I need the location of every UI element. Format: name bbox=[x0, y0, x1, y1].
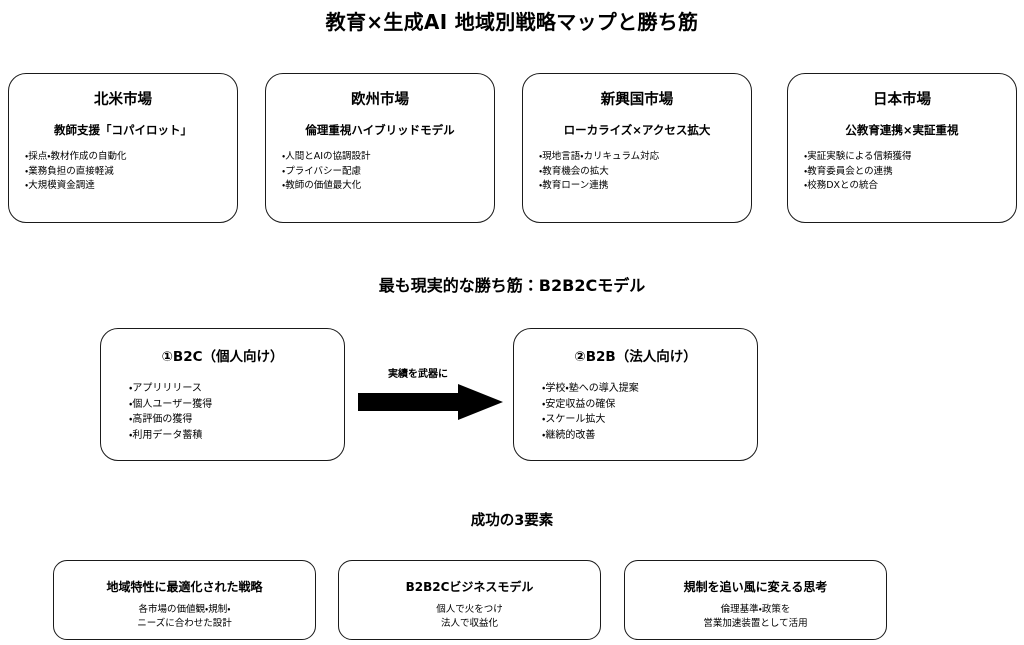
factor-description: 個人で火をつけ 法人で収益化 bbox=[436, 604, 503, 629]
factor-title: 地域特性に最適化された戦略 bbox=[106, 580, 263, 594]
flow-card-b2b: ②B2B（法人向け） ・学校・塾への導入提案 ・安定収益の確保 ・スケール拡大 … bbox=[513, 328, 758, 461]
list-item: ・教育委員会との連携 bbox=[804, 165, 893, 177]
factor-description: 倫理基準・政策を 営業加速装置として活用 bbox=[703, 604, 808, 629]
market-card-emerging: 新興国市場 ローカライズ×アクセス拡大 ・現地言語・カリキュラム対応 ・教育機会… bbox=[522, 73, 752, 223]
list-item: ・アプリリリース bbox=[129, 383, 202, 394]
market-strategy: 倫理重視ハイブリッドモデル bbox=[305, 123, 455, 137]
list-item: ・実証実験による信頼獲得 bbox=[804, 151, 912, 162]
list-item: ・業務負担の直接軽減 bbox=[25, 165, 114, 177]
flow-card-b2c: ①B2C（個人向け） ・アプリリリース ・個人ユーザー獲得 ・高評価の獲得 ・利… bbox=[100, 328, 345, 461]
success-factor-card-regulation: 規制を追い風に変える思考 倫理基準・政策を 営業加速装置として活用 bbox=[624, 560, 887, 640]
market-card-north-america: 北米市場 教師支援「コパイロット」 ・採点・教材作成の自動化 ・業務負担の直接軽… bbox=[8, 73, 238, 223]
list-item: ・現地言語・カリキュラム対応 bbox=[539, 151, 660, 162]
list-item: ・教師の価値最大化 bbox=[282, 180, 362, 191]
market-card-japan: 日本市場 公教育連携×実証重視 ・実証実験による信頼獲得 ・教育委員会との連携 … bbox=[787, 73, 1017, 223]
list-item: ・採点・教材作成の自動化 bbox=[25, 151, 127, 162]
flow-arrow-label: 実績を武器に bbox=[388, 369, 448, 380]
market-bullet-list: ・採点・教材作成の自動化 ・業務負担の直接軽減 ・大規模資金調達 bbox=[25, 150, 227, 194]
market-name: 日本市場 bbox=[873, 92, 931, 108]
list-item: ・スケール拡大 bbox=[542, 414, 606, 425]
factor-title: B2B2Cビジネスモデル bbox=[405, 580, 534, 594]
market-name: 北米市場 bbox=[94, 92, 152, 108]
flow-bullet-list: ・アプリリリース ・個人ユーザー獲得 ・高評価の獲得 ・利用データ蓄積 bbox=[129, 381, 334, 443]
page-title: 教育×生成AI 地域別戦略マップと勝ち筋 bbox=[325, 10, 699, 34]
list-item: ・校務DXとの統合 bbox=[804, 180, 878, 191]
list-item: ・人間とAIの協調設計 bbox=[282, 151, 371, 162]
market-bullet-list: ・人間とAIの協調設計 ・プライバシー配慮 ・教師の価値最大化 bbox=[282, 150, 484, 194]
market-strategy: 公教育連携×実証重視 bbox=[845, 123, 959, 137]
list-item: ・個人ユーザー獲得 bbox=[129, 398, 213, 410]
flow-step-title: ①B2C（個人向け） bbox=[161, 349, 284, 365]
list-item: ・学校・塾への導入提案 bbox=[542, 383, 639, 394]
market-name: 新興国市場 bbox=[600, 92, 674, 108]
market-strategy: ローカライズ×アクセス拡大 bbox=[563, 123, 711, 137]
list-item: ・大規模資金調達 bbox=[25, 180, 95, 191]
arrow-right-icon bbox=[358, 384, 503, 420]
market-bullet-list: ・実証実験による信頼獲得 ・教育委員会との連携 ・校務DXとの統合 bbox=[804, 150, 1006, 194]
market-name: 欧州市場 bbox=[351, 92, 409, 108]
list-item: ・プライバシー配慮 bbox=[282, 165, 362, 177]
factor-description: 各市場の価値観・規制・ ニーズに合わせた設計 bbox=[137, 604, 232, 629]
list-item: ・継続的改善 bbox=[542, 429, 596, 441]
market-strategy: 教師支援「コパイロット」 bbox=[54, 123, 192, 137]
list-item: ・高評価の獲得 bbox=[129, 414, 193, 425]
success-factor-card-strategy: 地域特性に最適化された戦略 各市場の価値観・規制・ ニーズに合わせた設計 bbox=[53, 560, 316, 640]
list-item: ・安定収益の確保 bbox=[542, 398, 616, 410]
market-card-europe: 欧州市場 倫理重視ハイブリッドモデル ・人間とAIの協調設計 ・プライバシー配慮… bbox=[265, 73, 495, 223]
list-item: ・教育機会の拡大 bbox=[539, 165, 609, 177]
flow-arrow-group: 実績を武器に bbox=[358, 368, 506, 420]
section-heading-success: 成功の3要素 bbox=[470, 513, 554, 529]
factor-title: 規制を追い風に変える思考 bbox=[683, 580, 828, 594]
flow-step-title: ②B2B（法人向け） bbox=[574, 349, 697, 365]
market-bullet-list: ・現地言語・カリキュラム対応 ・教育機会の拡大 ・教育ローン連携 bbox=[539, 150, 741, 194]
success-factor-card-model: B2B2Cビジネスモデル 個人で火をつけ 法人で収益化 bbox=[338, 560, 601, 640]
list-item: ・利用データ蓄積 bbox=[129, 429, 203, 441]
section-heading-b2b2c: 最も現実的な勝ち筋：B2B2Cモデル bbox=[378, 276, 646, 295]
list-item: ・教育ローン連携 bbox=[539, 180, 609, 191]
flow-bullet-list: ・学校・塾への導入提案 ・安定収益の確保 ・スケール拡大 ・継続的改善 bbox=[542, 381, 747, 443]
